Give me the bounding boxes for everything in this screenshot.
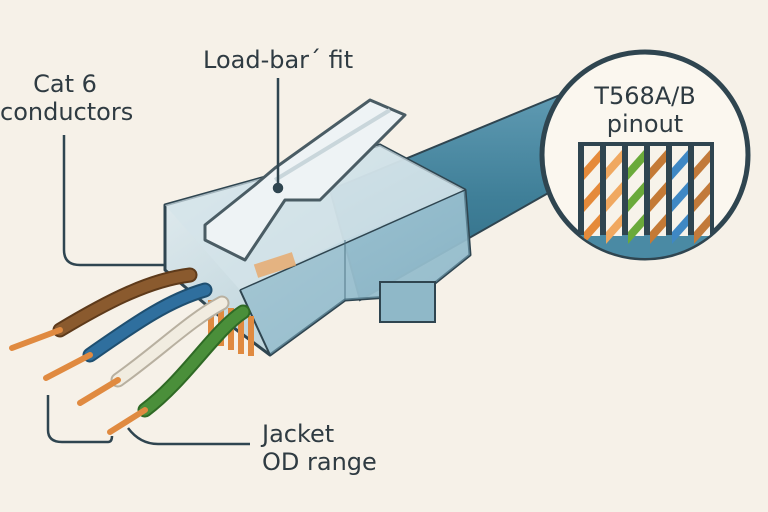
copper-tip bbox=[9, 327, 63, 351]
pinout-strand-stripe bbox=[694, 150, 710, 180]
wire-white bbox=[112, 297, 228, 386]
conductors-label-line2: conductors bbox=[0, 98, 134, 126]
pinout-strand-stripe bbox=[584, 182, 600, 212]
leader-lines bbox=[46, 78, 284, 446]
jacket-od-label: Jacket OD range bbox=[262, 420, 377, 476]
wire-blue bbox=[84, 284, 211, 361]
pinout-inset bbox=[539, 49, 751, 261]
pinout-strand-stripe bbox=[672, 214, 688, 244]
jacket-label-line1: Jacket bbox=[262, 420, 335, 448]
pinout-strand-stripe bbox=[606, 150, 622, 180]
pinout-strand-stripe bbox=[650, 214, 666, 244]
pinout-strand-stripe bbox=[694, 182, 710, 212]
pinout-strand-stripe bbox=[672, 182, 688, 212]
jacket-label-line2: OD range bbox=[262, 448, 377, 476]
leader-jacket bbox=[127, 427, 250, 446]
wires bbox=[9, 267, 251, 435]
pinout-label: T568A/B pinout bbox=[570, 82, 720, 138]
pinout-strand-stripe bbox=[650, 150, 666, 180]
pinout-strand-stripe bbox=[606, 214, 622, 244]
pinout-strand-stripe bbox=[650, 182, 666, 212]
pinout-strand-stripe bbox=[672, 150, 688, 180]
conductors-label: Cat 6 conductors bbox=[0, 70, 134, 126]
pinout-strand-stripe bbox=[628, 182, 644, 212]
load-bar-latch bbox=[203, 98, 407, 262]
wire-green bbox=[139, 306, 249, 416]
pinout-strand-stripe bbox=[606, 182, 622, 212]
pinout-label-line1: T568A/B bbox=[594, 82, 696, 110]
pinout-strand-stripe bbox=[584, 214, 600, 244]
pinout-strand-stripe bbox=[694, 214, 710, 244]
conductors-label-line1: Cat 6 bbox=[33, 70, 97, 98]
load-bar-label: Load-bar´ fit bbox=[203, 46, 354, 74]
wire-brown bbox=[54, 269, 196, 336]
pinout-strand-stripe bbox=[628, 214, 644, 244]
pinout-strand-stripe bbox=[628, 150, 644, 180]
pinout-strand-stripe bbox=[584, 150, 600, 180]
pinout-label-line2: pinout bbox=[606, 110, 684, 138]
leader-conductors bbox=[62, 135, 165, 267]
leader-jacket-left bbox=[46, 395, 114, 444]
